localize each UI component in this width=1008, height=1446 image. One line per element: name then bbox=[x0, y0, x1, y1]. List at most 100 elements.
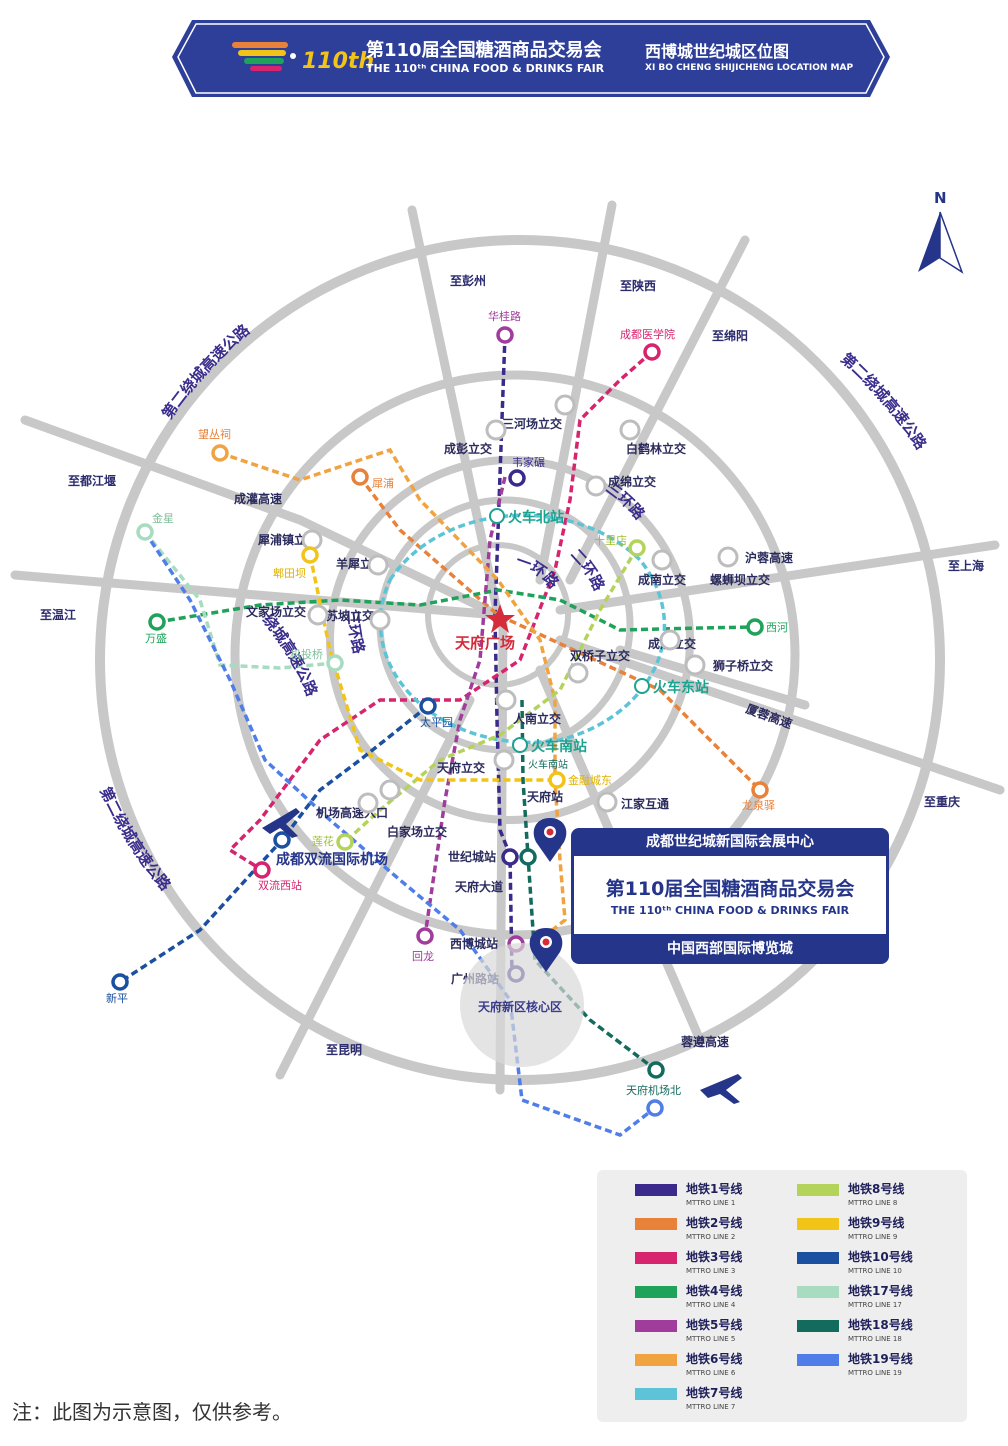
interchange-baijiachang: 白家场立交 bbox=[387, 824, 447, 839]
legend-label: 地铁10号线 bbox=[848, 1249, 913, 1264]
legend-label: 地铁18号线 bbox=[848, 1317, 913, 1332]
station-lianhua: 莲花 bbox=[312, 835, 334, 848]
compass: N bbox=[918, 189, 964, 274]
direction-shaanxi: 至陕西 bbox=[620, 278, 656, 293]
direction-chongqing: 至重庆 bbox=[924, 794, 960, 809]
direction-pengzhou: 至彭州 bbox=[450, 273, 486, 288]
legend-sublabel: MTTRO LINE 2 bbox=[686, 1233, 735, 1241]
interchange-shiziqiao: 狮子桥立交 bbox=[712, 658, 773, 673]
banner-title-en: THE 110ᵗʰ CHINA FOOD & DRINKS FAIR bbox=[366, 62, 605, 75]
legend-label: 地铁4号线 bbox=[686, 1283, 742, 1298]
legend-swatch bbox=[797, 1218, 839, 1230]
compass-north-label: N bbox=[934, 189, 947, 207]
venue-callout[interactable]: 成都世纪城新国际会展中心 第110届全国糖酒商品交易会 THE 110ᵗʰ CH… bbox=[571, 828, 889, 964]
interchange-baihelin: 白鹤林立交 bbox=[626, 441, 686, 456]
ring-label-outer-nw: 第二绕城高速公路 bbox=[158, 320, 253, 422]
banner-subtitle: 西博城世纪城区位图 bbox=[645, 42, 790, 61]
legend-label: 地铁2号线 bbox=[686, 1215, 742, 1230]
interchange-luosiba: 螺蛳坝立交 bbox=[710, 572, 770, 587]
airplane-icon bbox=[700, 1074, 742, 1104]
legend-swatch bbox=[635, 1286, 677, 1298]
metro-line-18 bbox=[520, 699, 658, 1072]
station-huilong: 回龙 bbox=[412, 950, 434, 963]
station-xipu: 犀浦 bbox=[372, 477, 394, 490]
metro-lines bbox=[119, 334, 762, 1137]
legend-sublabel: MTTRO LINE 4 bbox=[686, 1301, 736, 1309]
airplane-icon bbox=[262, 808, 300, 838]
tianfu-airport bbox=[700, 1074, 742, 1104]
legend-sublabel: MTTRO LINE 5 bbox=[686, 1335, 735, 1343]
train-station-icon bbox=[489, 508, 505, 524]
interchange-jiangjia: 江家互通 bbox=[621, 796, 669, 811]
metro-line-1 bbox=[493, 334, 514, 976]
station-taipingyuan: 太平园 bbox=[420, 716, 453, 729]
legend-sublabel: MTTRO LINE 6 bbox=[686, 1369, 736, 1377]
station-pitianba: 郫田坝 bbox=[273, 566, 306, 580]
metro-line-3 bbox=[227, 350, 654, 872]
venue-callout-middle: 第110届全国糖酒商品交易会 THE 110ᵗʰ CHINA FOOD & DR… bbox=[574, 856, 886, 934]
metro-line-7 bbox=[378, 513, 667, 745]
interchange-tianfu: 天府立交 bbox=[437, 760, 485, 775]
legend-sublabel: MTTRO LINE 17 bbox=[848, 1301, 902, 1309]
location-pin-icon[interactable] bbox=[529, 928, 563, 972]
station-xihe: 西河 bbox=[766, 621, 788, 634]
railway-east: 火车东站 bbox=[634, 678, 709, 696]
legend-label: 地铁17号线 bbox=[848, 1283, 913, 1298]
interchange-wenjiachang: 文家场立交 bbox=[246, 604, 306, 619]
metro-line-17 bbox=[143, 530, 336, 670]
legend bbox=[597, 1170, 967, 1422]
tianfu-new-area-core: 天府新区核心区 bbox=[460, 943, 584, 1067]
train-station-icon bbox=[512, 737, 528, 753]
railway-north-label: 火车北站 bbox=[508, 509, 564, 526]
legend-swatch bbox=[635, 1320, 677, 1332]
legend-label: 地铁19号线 bbox=[848, 1351, 913, 1366]
legend-swatch bbox=[797, 1252, 839, 1264]
venue-pin-xibocheng[interactable] bbox=[529, 928, 563, 972]
station-longquanyi: 龙泉驿 bbox=[742, 798, 775, 812]
station-jinxing: 金星 bbox=[152, 511, 174, 525]
legend-label: 地铁8号线 bbox=[848, 1181, 904, 1196]
location-pin-icon[interactable] bbox=[533, 818, 567, 862]
legend-swatch bbox=[635, 1184, 677, 1196]
legend-sublabel: MTTRO LINE 1 bbox=[686, 1199, 735, 1207]
legend-swatch bbox=[635, 1218, 677, 1230]
interchange-chengnan: 成南立交 bbox=[638, 572, 686, 587]
direction-labels: 至彭州 至陕西 至绵阳 至都江堰 至温江 至上海 至重庆 至昆明 bbox=[40, 273, 984, 1057]
header-banner: 110th bbox=[172, 20, 890, 97]
fair-logo-icon bbox=[232, 42, 296, 71]
interchange-chengmian: 成绵立交 bbox=[608, 474, 656, 489]
tianfu-square: 天府广场 bbox=[455, 604, 515, 652]
metro-line-8 bbox=[343, 547, 639, 844]
disclaimer-note: 注：此图为示意图，仅供参考。 bbox=[12, 1400, 292, 1424]
station-wansheng: 万盛 bbox=[145, 631, 167, 645]
station-chengdu-medical: 成都医学院 bbox=[620, 327, 675, 341]
metro-line-2 bbox=[358, 475, 762, 792]
interchange-markers bbox=[301, 394, 739, 814]
direction-kunming: 至昆明 bbox=[326, 1043, 362, 1057]
legend-swatch bbox=[635, 1354, 677, 1366]
road-rongzun: 蓉遵高速 bbox=[681, 1034, 729, 1049]
interchange-sanhechang: 三河场立交 bbox=[502, 416, 562, 431]
banner-subtitle-en: XI BO CHENG SHIJICHENG LOCATION MAP bbox=[645, 63, 854, 73]
legend-swatch bbox=[797, 1354, 839, 1366]
station-tianfu: 天府站 bbox=[527, 789, 563, 804]
tianfu-square-label: 天府广场 bbox=[455, 634, 515, 652]
venue-fair-title-en: THE 110ᵗʰ CHINA FOOD & DRINKS FAIR bbox=[610, 904, 850, 917]
direction-wenjiang: 至温江 bbox=[40, 607, 76, 622]
banner-title: 第110届全国糖酒商品交易会 bbox=[366, 40, 602, 61]
station-xinping: 新平 bbox=[106, 991, 128, 1005]
north-arrow-icon bbox=[918, 212, 940, 272]
metro-line-10 bbox=[119, 704, 430, 984]
legend-label: 地铁9号线 bbox=[848, 1215, 904, 1230]
road-tianfu-avenue: 天府大道 bbox=[455, 879, 503, 894]
railway-south: 火车南站 火车南站 bbox=[512, 737, 587, 771]
legend-swatch bbox=[635, 1252, 677, 1264]
legend-swatch bbox=[797, 1320, 839, 1332]
direction-mianyang: 至绵阳 bbox=[712, 328, 748, 343]
station-xibocheng: 西博城站 bbox=[450, 936, 498, 951]
interchange-rennan: 人南立交 bbox=[513, 711, 561, 726]
venue-pin-shijicheng[interactable] bbox=[533, 818, 567, 862]
direction-shanghai: 至上海 bbox=[948, 558, 984, 573]
